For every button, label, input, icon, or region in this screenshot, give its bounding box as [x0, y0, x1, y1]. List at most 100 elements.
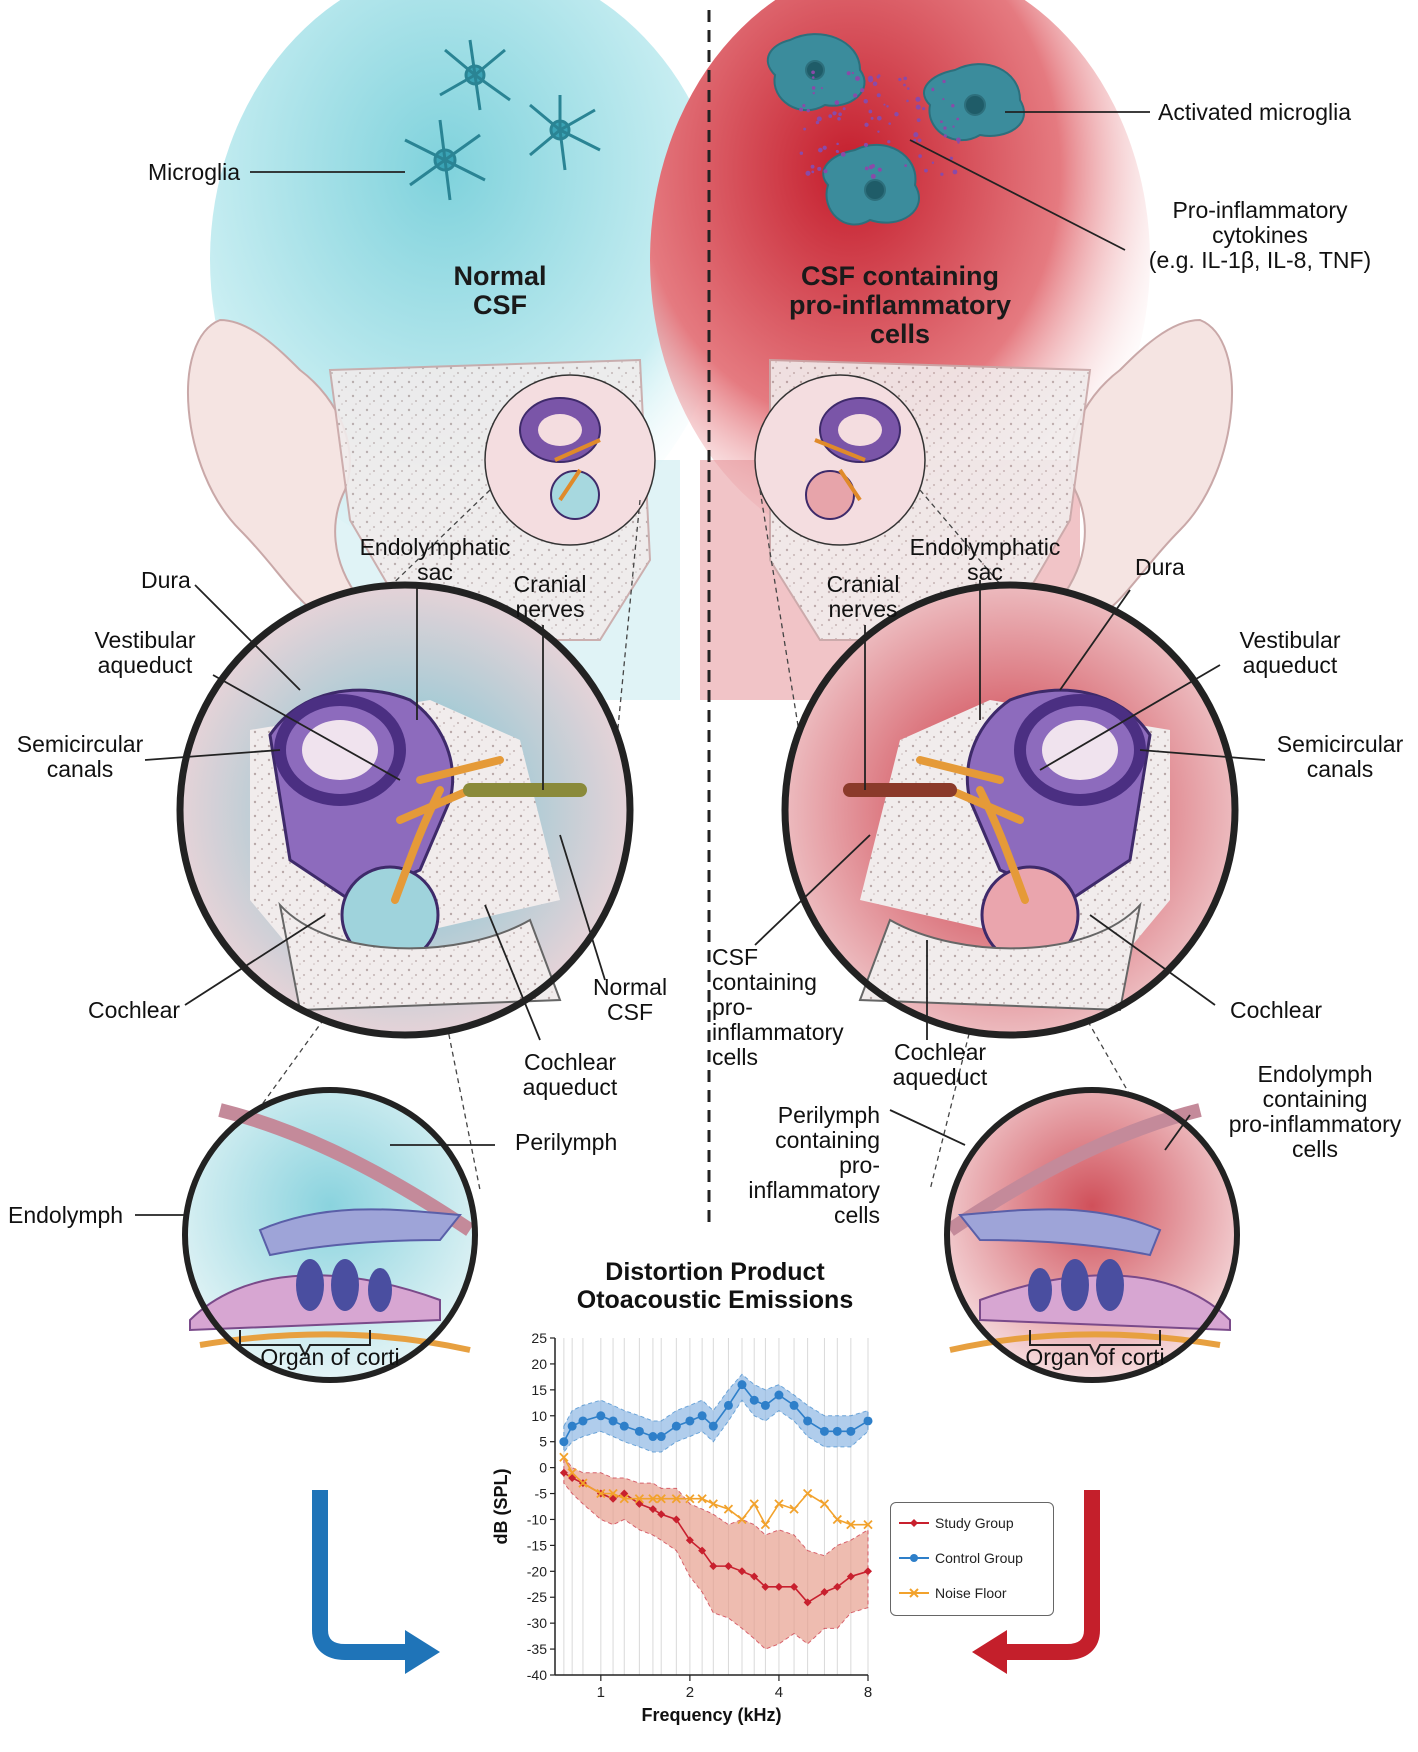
- data-point-noise: [619, 1494, 629, 1504]
- data-point-noise: [789, 1504, 799, 1514]
- label-semicircular-canals-right: Semicircular canals: [1276, 731, 1404, 782]
- label-microglia: Microglia: [148, 159, 241, 185]
- big-circle-right: [781, 581, 1239, 1039]
- label-cytokines: Pro-inflammatory cytokines (e.g. IL-1β, …: [1148, 197, 1372, 273]
- legend-item-noise: Noise Floor: [899, 1582, 1007, 1604]
- legend-item-study: Study Group: [899, 1512, 1014, 1534]
- label-inflamed-csf-top: CSF containing pro-inflammatory cells: [788, 261, 1012, 349]
- label-normal-csf-top: Normal CSF: [453, 261, 547, 320]
- data-point-control: [803, 1416, 813, 1426]
- series-band-0: [563, 1455, 869, 1650]
- data-point-control: [634, 1426, 644, 1436]
- label-endolymphatic-sac-left: Endolymphatic sac: [359, 534, 511, 585]
- data-point-study: [737, 1567, 746, 1576]
- data-point-study: [724, 1562, 733, 1571]
- y-tick-label: 5: [539, 1434, 547, 1450]
- legend-label-noise: Noise Floor: [935, 1585, 1007, 1601]
- data-point-noise: [578, 1478, 588, 1488]
- label-endolymphatic-sac-right: Endolymphatic sac: [909, 534, 1061, 585]
- data-point-study: [672, 1515, 681, 1524]
- data-point-noise: [846, 1520, 856, 1530]
- y-tick-label: -20: [527, 1563, 547, 1579]
- arrow-left: [312, 1490, 410, 1660]
- data-point-control: [774, 1390, 784, 1400]
- data-point-study: [774, 1582, 783, 1591]
- x-tick-label: 1: [597, 1684, 605, 1701]
- data-point-noise: [596, 1488, 606, 1499]
- label-vestibular-aqueduct-left: Vestibular aqueduct: [94, 627, 196, 678]
- label-cochlear-aqueduct-left: Cochlear aqueduct: [522, 1049, 618, 1100]
- data-point-study: [559, 1468, 568, 1477]
- data-point-control: [697, 1411, 707, 1421]
- data-point-control: [567, 1421, 577, 1431]
- legend-label-control: Control Group: [935, 1550, 1023, 1566]
- chart-title: Distortion Product Otoacoustic Emissions: [576, 1258, 854, 1314]
- label-endolymph-inflamed-right: Endolymph containing pro-inflammatory ce…: [1228, 1061, 1402, 1162]
- data-point-study: [761, 1582, 770, 1591]
- data-point-noise: [656, 1494, 666, 1504]
- data-point-noise: [737, 1514, 747, 1525]
- microglia-cells: [404, 39, 601, 201]
- label-dura-left: Dura: [141, 567, 191, 593]
- data-point-control: [596, 1411, 606, 1421]
- y-tick-label: 20: [531, 1356, 547, 1372]
- data-point-noise: [648, 1494, 658, 1504]
- data-point-noise: [749, 1499, 759, 1509]
- data-point-study: [657, 1510, 666, 1519]
- data-point-noise: [608, 1488, 618, 1499]
- x-tick-label: 2: [686, 1684, 694, 1701]
- data-point-control: [789, 1400, 799, 1410]
- data-point-noise: [760, 1520, 771, 1530]
- data-point-study: [803, 1598, 812, 1607]
- data-point-control: [846, 1426, 856, 1436]
- corti-circle-right: [944, 1087, 1240, 1383]
- data-point-control: [708, 1421, 718, 1431]
- y-tick-label: 0: [539, 1460, 547, 1476]
- data-point-control: [685, 1416, 695, 1426]
- data-point-control: [723, 1400, 733, 1410]
- data-point-noise: [634, 1494, 645, 1504]
- big-circle-left: [176, 581, 634, 1039]
- y-tick-label: 15: [531, 1382, 547, 1398]
- data-point-study: [833, 1582, 842, 1591]
- small-inner-ear-left: [519, 397, 601, 520]
- data-point-noise: [697, 1494, 707, 1504]
- data-point-noise: [802, 1488, 813, 1499]
- data-point-noise: [559, 1452, 569, 1462]
- corti-circle-left: [182, 1087, 478, 1383]
- data-point-noise: [774, 1499, 784, 1509]
- y-tick-label: -30: [527, 1615, 547, 1631]
- data-point-noise: [671, 1494, 681, 1504]
- data-point-noise: [567, 1468, 577, 1478]
- data-point-noise: [832, 1514, 842, 1525]
- label-normal-csf-left: Normal CSF: [592, 974, 668, 1025]
- data-point-study: [685, 1536, 694, 1545]
- y-tick-label: 10: [531, 1408, 547, 1424]
- label-endolymph-left: Endolymph: [8, 1202, 124, 1228]
- y-tick-label: -35: [527, 1641, 547, 1657]
- data-point-control: [749, 1395, 759, 1405]
- y-axis-label: dB (SPL): [491, 1469, 511, 1545]
- label-csf-inflamed-right: CSF containing pro- inflammatory cells: [712, 944, 844, 1070]
- x-axis-label: Frequency (kHz): [641, 1705, 781, 1725]
- data-point-noise: [863, 1520, 873, 1530]
- data-point-study: [698, 1546, 707, 1555]
- activated-microglia-cells: [766, 33, 1025, 226]
- x-tick-label: 8: [864, 1684, 872, 1701]
- data-point-control: [559, 1437, 569, 1447]
- label-organ-of-corti-left: Organ of corti: [260, 1344, 400, 1370]
- label-cranial-nerves-right: Cranial nerves: [826, 571, 900, 622]
- legend-label-study: Study Group: [935, 1515, 1014, 1531]
- data-point-noise: [708, 1499, 718, 1509]
- y-tick-label: -25: [527, 1589, 547, 1605]
- data-point-control: [648, 1432, 658, 1442]
- data-point-study: [709, 1562, 718, 1571]
- chart-legend: Study Group Control Group Noise Floor: [890, 1502, 1054, 1616]
- data-point-study: [790, 1582, 799, 1591]
- data-point-control: [671, 1421, 681, 1431]
- data-point-study: [846, 1572, 855, 1581]
- label-cochlear-left: Cochlear: [88, 997, 181, 1023]
- label-perilymph-left: Perilymph: [515, 1129, 618, 1155]
- data-point-control: [578, 1416, 588, 1426]
